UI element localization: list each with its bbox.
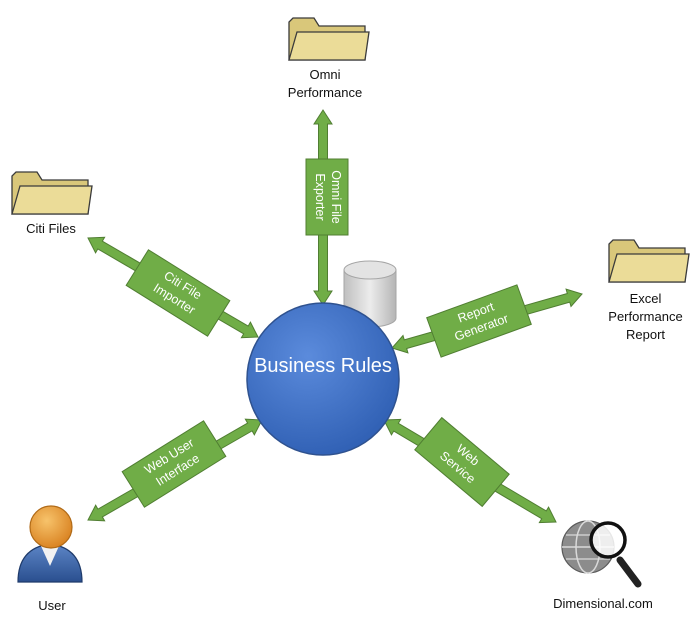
omni-file-exporter-label: Omni File Exporter	[313, 170, 343, 224]
excel-performance-report-label: Excel Performance Report	[608, 291, 683, 342]
citi-files-label: Citi Files	[26, 221, 76, 236]
folder-icon	[608, 239, 690, 283]
folder-icon	[288, 17, 370, 61]
web-service-box	[414, 416, 510, 508]
omni-performance-label: Omni Performance	[287, 67, 363, 100]
dimensional-label: Dimensional.com	[553, 596, 653, 611]
business-rules-circle	[246, 302, 400, 456]
folder-icon	[11, 171, 93, 215]
report-generator-box	[426, 284, 532, 358]
connector-box-layer	[121, 158, 532, 508]
globe-search-icon	[561, 520, 642, 588]
user-icon	[17, 505, 83, 583]
omni-exporter-box	[305, 158, 349, 236]
user-label: User	[38, 598, 66, 613]
citi-importer-box	[125, 249, 231, 337]
web-ui-box	[121, 420, 227, 508]
business-rules-label: Business Rules	[254, 355, 392, 377]
